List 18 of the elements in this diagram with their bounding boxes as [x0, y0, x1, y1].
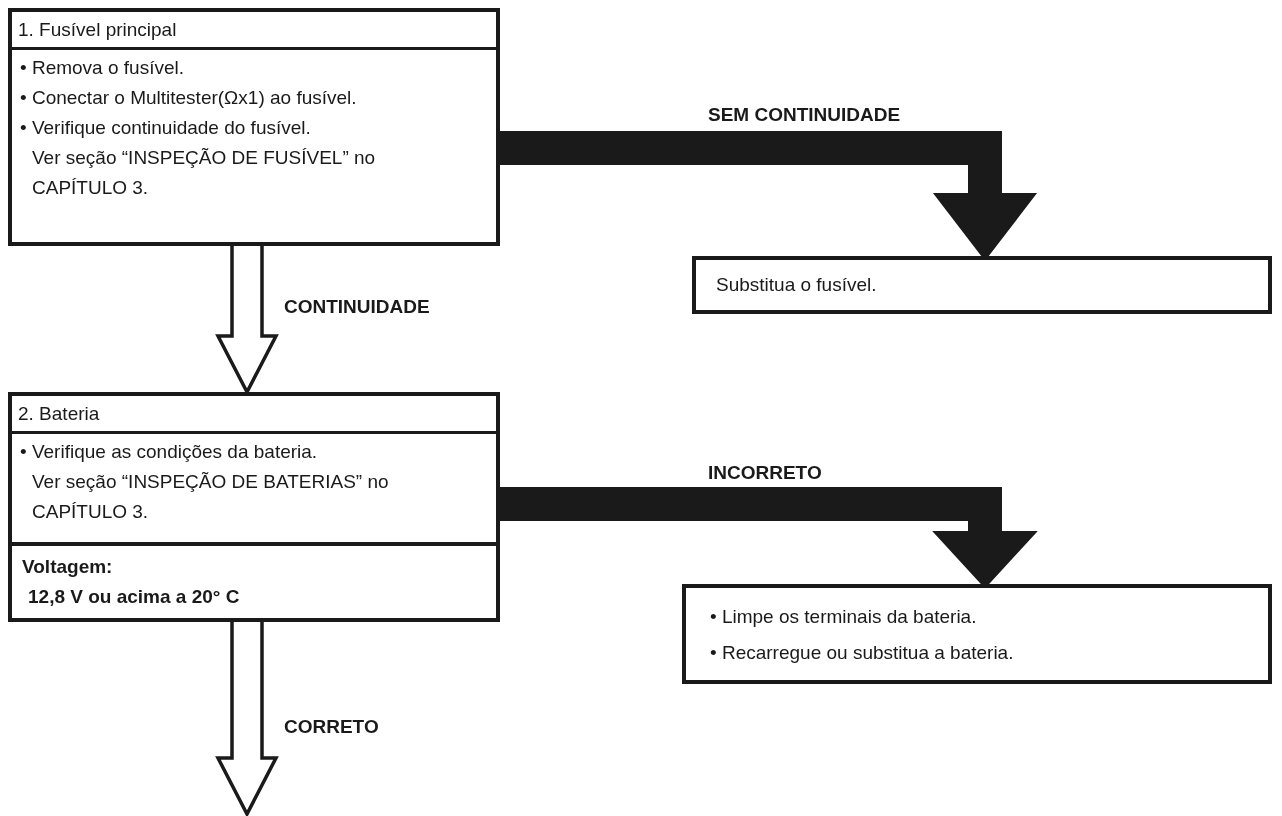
step-text: • Verifique continuidade do fusível.: [20, 116, 312, 140]
step-text: • Limpe os terminais da bateria.: [710, 605, 978, 629]
note-text: Ver seção “INSPEÇÃO DE BATERIAS” no CAPÍTULO 3.: [31, 470, 390, 524]
spec-label: Voltagem:: [22, 555, 114, 579]
step-text: • Recarregue ou substitua a bateria.: [710, 641, 1015, 665]
process-box: [692, 256, 1272, 314]
step-text: • Remova o fusível.: [20, 56, 185, 80]
hollow-arrow: [215, 620, 279, 816]
step-text: Substitua o fusível.: [716, 273, 878, 297]
spec-value: 12,8 V ou acima a 20° C: [27, 585, 241, 609]
step-text: • Verifique as condições da bateria.: [20, 440, 319, 464]
box-heading: 2. Bateria: [12, 396, 496, 434]
note-text: Ver seção “INSPEÇÃO DE FUSÍVEL” no CAPÍTULO 3.: [31, 146, 377, 200]
process-box: [8, 392, 500, 622]
process-box: [682, 584, 1272, 684]
process-box: [8, 8, 500, 246]
step-text: • Conectar o Multitester(Ωx1) ao fusível.: [20, 86, 358, 110]
box-heading: 1. Fusível principal: [12, 12, 496, 50]
